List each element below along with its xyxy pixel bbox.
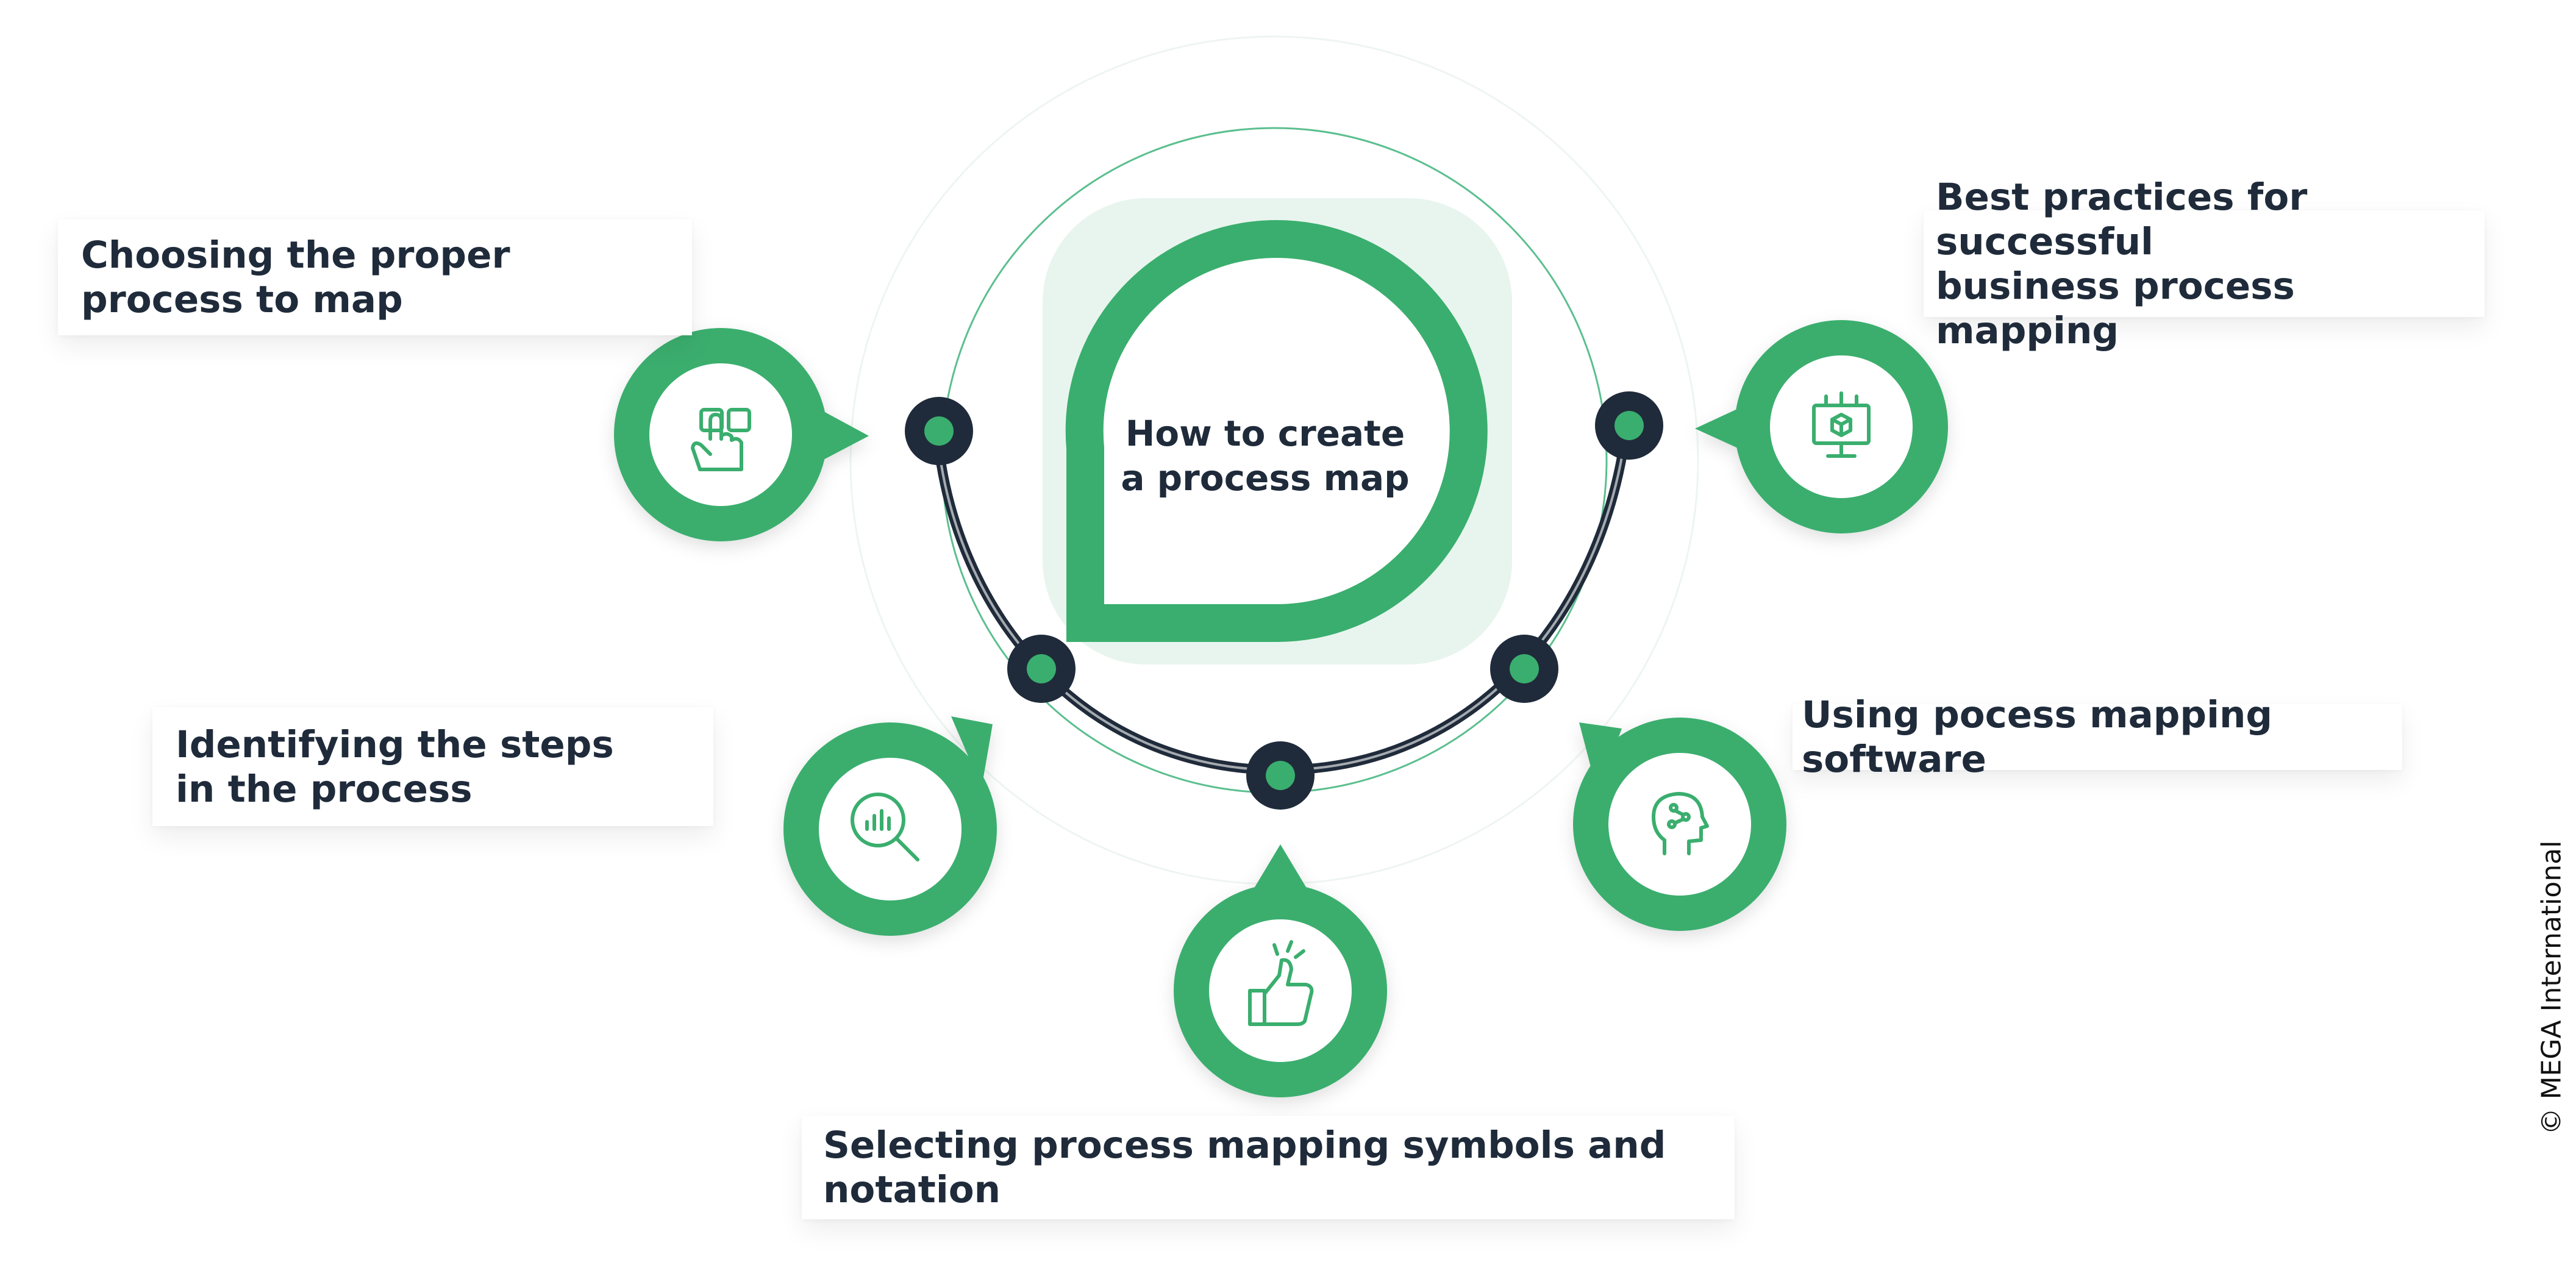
step-marker-4 [1573,718,1786,931]
step-marker-5 [1695,320,1948,533]
arc-node-3 [1246,741,1315,810]
step-label-2: Identifying the steps in the process [152,707,713,826]
touch-hand-icon [691,408,751,471]
arc-node-5 [1595,391,1663,460]
magnifier-chart-icon [851,793,919,861]
step-label-1: Choosing the proper process to map [58,219,692,335]
arc-node-4 [1490,635,1558,703]
ai-head-icon [1652,792,1709,855]
thumbs-up-icon [1248,940,1314,1026]
copyright-notice: © MEGA International [2536,840,2567,1135]
step-label-3: Selecting process mapping symbols and no… [802,1116,1735,1219]
step-label-5: Best practices for successful business p… [1924,176,2485,352]
center-bubble [1065,220,1488,642]
step-marker-3 [1174,844,1387,1097]
monitor-cube-icon [1812,391,1871,458]
step-marker-1 [614,328,869,541]
arc-node-1 [905,397,973,465]
step-label-4: Using pocess mapping software [1793,693,2402,781]
center-title: How to create a process map [1121,413,1410,499]
arc-node-2 [1007,635,1076,703]
